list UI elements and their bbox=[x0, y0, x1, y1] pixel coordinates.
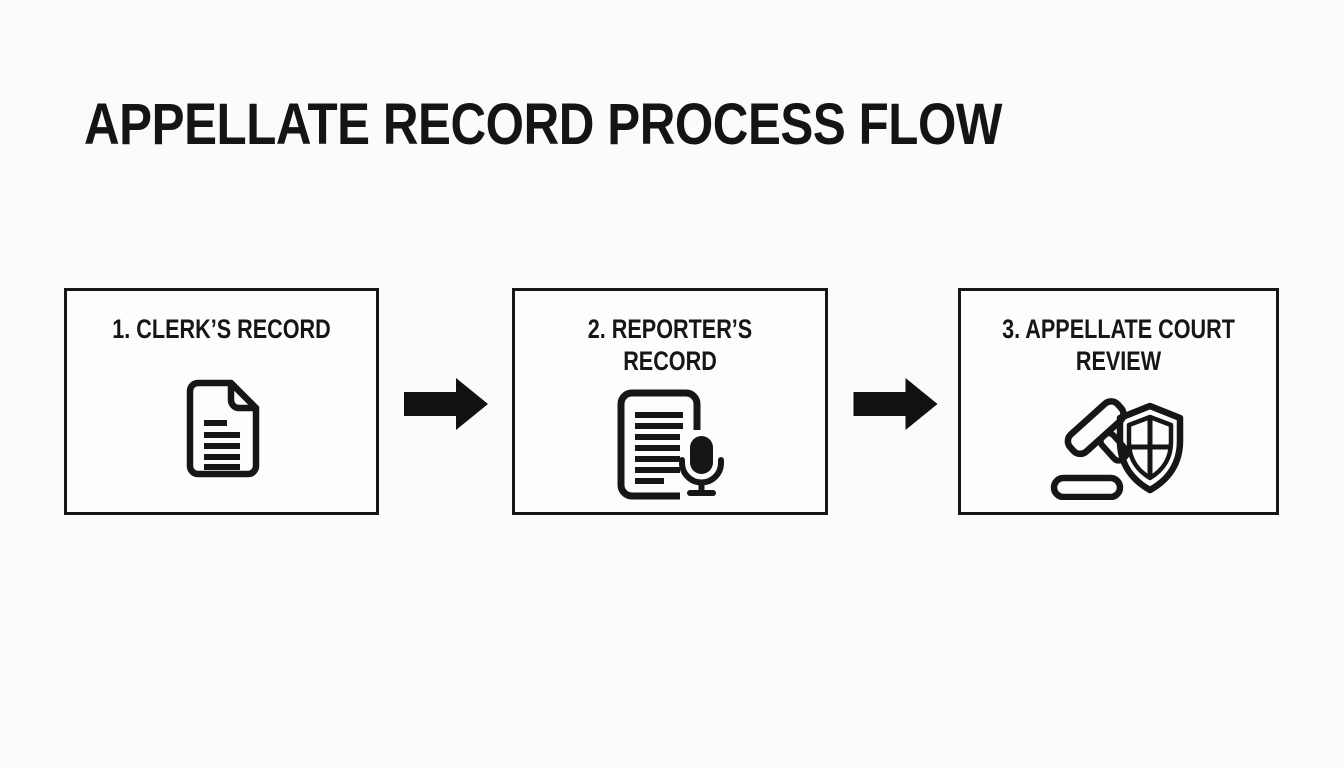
document-icon bbox=[183, 379, 261, 479]
document-microphone-icon bbox=[616, 388, 724, 502]
step-label: 1. CLERK’S RECORD bbox=[112, 314, 331, 344]
page-title: APPELLATE RECORD PROCESS FLOW bbox=[84, 92, 1003, 157]
arrow-right-icon bbox=[853, 378, 938, 430]
step-icon-area bbox=[515, 377, 825, 512]
step-icon-area bbox=[67, 345, 376, 512]
step-label: 3. APPELLATE COURT REVIEW bbox=[1002, 314, 1235, 376]
step-box-reporters-record: 2. REPORTER’S RECORD bbox=[512, 288, 828, 515]
step-box-appellate-court-review: 3. APPELLATE COURT REVIEW bbox=[958, 288, 1279, 515]
step-label: 2. REPORTER’S RECORD bbox=[587, 314, 753, 376]
step-box-clerks-record: 1. CLERK’S RECORD bbox=[64, 288, 379, 515]
arrow-right-icon bbox=[404, 378, 488, 430]
step-icon-area bbox=[961, 377, 1276, 512]
gavel-shield-icon bbox=[1046, 390, 1192, 500]
